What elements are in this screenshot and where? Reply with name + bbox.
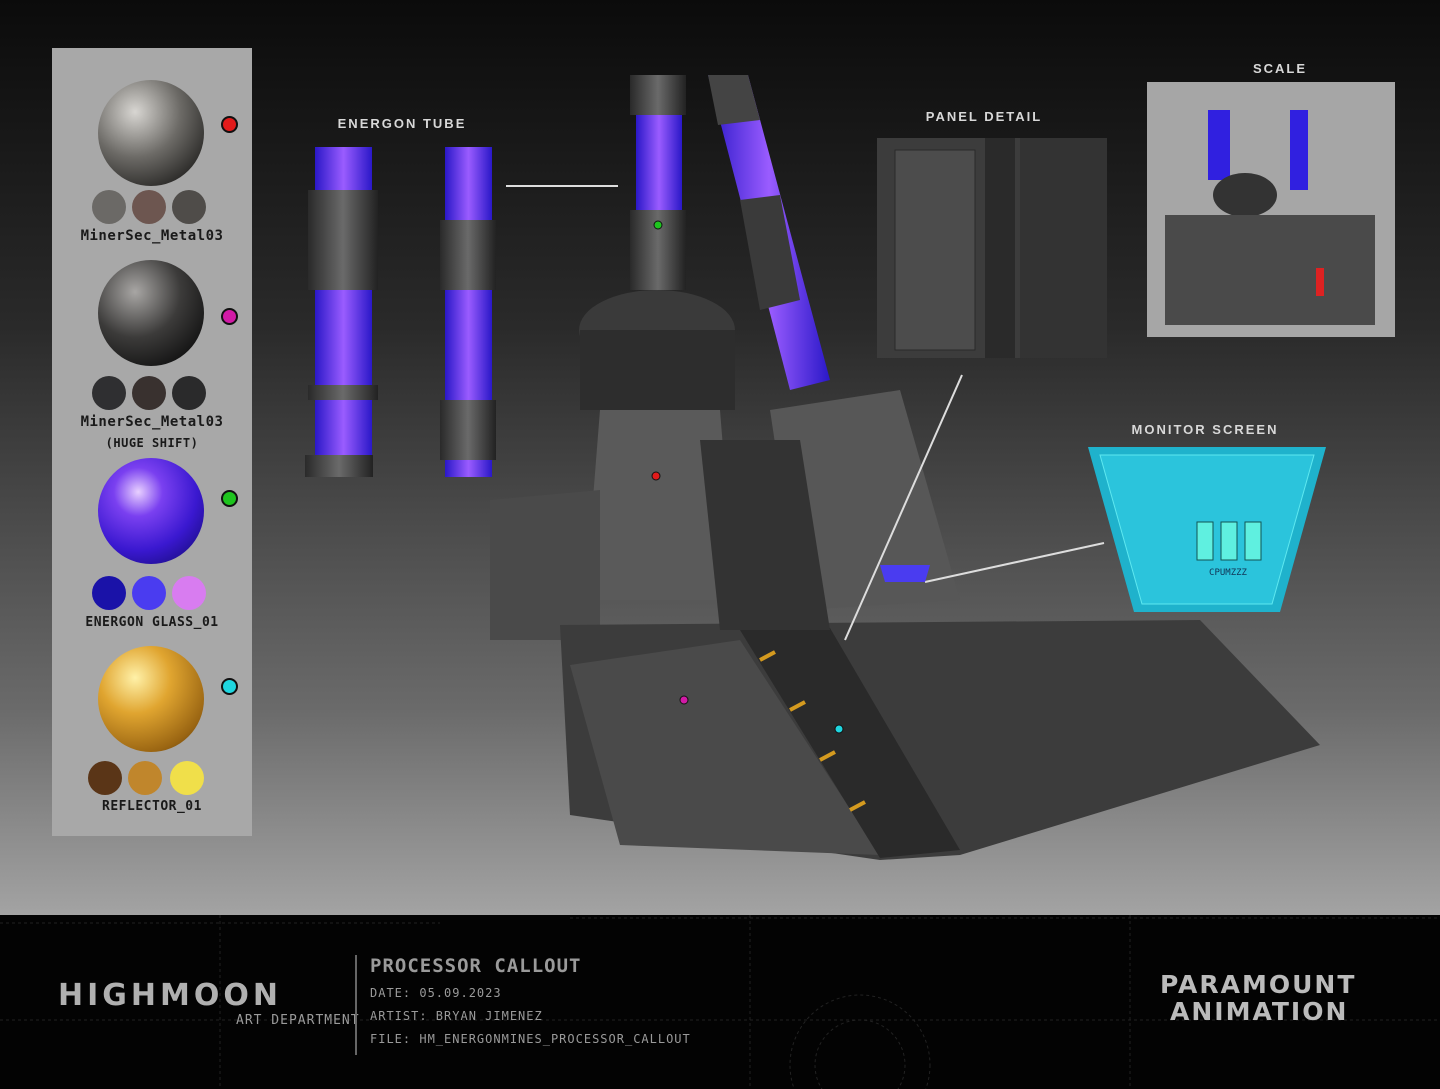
color-swatch bbox=[170, 761, 204, 795]
energon-tube-render-1 bbox=[305, 147, 378, 477]
scale-image bbox=[1147, 82, 1395, 337]
material-marker-dot bbox=[221, 490, 238, 507]
footer-title-block: HIGHMOON ART DEPARTMENT PROCESSOR CALLOU… bbox=[0, 915, 1440, 1089]
color-swatch bbox=[88, 761, 122, 795]
material-panel: MinerSec_Metal03 MinerSec_Metal03 (HUGE … bbox=[52, 48, 252, 836]
material-marker-dot bbox=[221, 308, 238, 325]
highmoon-logo: HIGHMOON bbox=[58, 978, 282, 1013]
color-swatch bbox=[172, 576, 206, 610]
material-name: MinerSec_Metal03 bbox=[80, 414, 224, 430]
color-swatch bbox=[92, 376, 126, 410]
color-swatch bbox=[92, 190, 126, 224]
color-swatch bbox=[92, 576, 126, 610]
material-name: REFLECTOR_01 bbox=[102, 799, 202, 814]
energon-tube-label: ENERGON TUBE bbox=[337, 116, 467, 131]
scale-label: SCALE bbox=[1252, 61, 1308, 76]
paramount-logo-line1: PARAMOUNT bbox=[1160, 970, 1357, 999]
callout-line bbox=[924, 542, 1105, 583]
color-swatch bbox=[132, 190, 166, 224]
material-name: ENERGON GLASS_01 bbox=[85, 615, 219, 630]
callout-line bbox=[844, 374, 963, 641]
processor-illustration: CPUMZZZ bbox=[305, 75, 1395, 860]
dark-metal-sphere bbox=[98, 260, 204, 366]
department-label: ART DEPARTMENT bbox=[236, 1013, 360, 1028]
panel-detail-image bbox=[877, 138, 1107, 358]
artist-text: ARTIST: BRYAN JIMENEZ bbox=[370, 1009, 543, 1023]
color-swatch bbox=[128, 761, 162, 795]
date-text: DATE: 05.09.2023 bbox=[370, 986, 502, 1000]
material-marker-dot bbox=[221, 116, 238, 133]
divider bbox=[355, 955, 357, 1055]
panel-detail-label: PANEL DETAIL bbox=[925, 109, 1043, 124]
color-swatch bbox=[172, 190, 206, 224]
color-swatch bbox=[172, 376, 206, 410]
sheet-title: PROCESSOR CALLOUT bbox=[370, 955, 582, 977]
file-text: FILE: HM_ENERGONMINES_PROCESSOR_CALLOUT bbox=[370, 1032, 691, 1046]
metal-sphere bbox=[98, 80, 204, 186]
energon-glass-sphere bbox=[98, 458, 204, 564]
material-name: MinerSec_Metal03 bbox=[80, 228, 224, 244]
reflector-sphere bbox=[98, 646, 204, 752]
monitor-screen-label: MONITOR SCREEN bbox=[1131, 422, 1279, 437]
monitor-screen-image: CPUMZZZ bbox=[1088, 447, 1326, 612]
color-swatch bbox=[132, 576, 166, 610]
color-swatch bbox=[132, 376, 166, 410]
paramount-logo-line2: ANIMATION bbox=[1170, 997, 1349, 1026]
material-subtitle: (HUGE SHIFT) bbox=[105, 436, 199, 450]
monitor-text: CPUMZZZ bbox=[1209, 568, 1248, 578]
material-marker-dot bbox=[221, 678, 238, 695]
energon-tube-render-2 bbox=[440, 147, 496, 477]
